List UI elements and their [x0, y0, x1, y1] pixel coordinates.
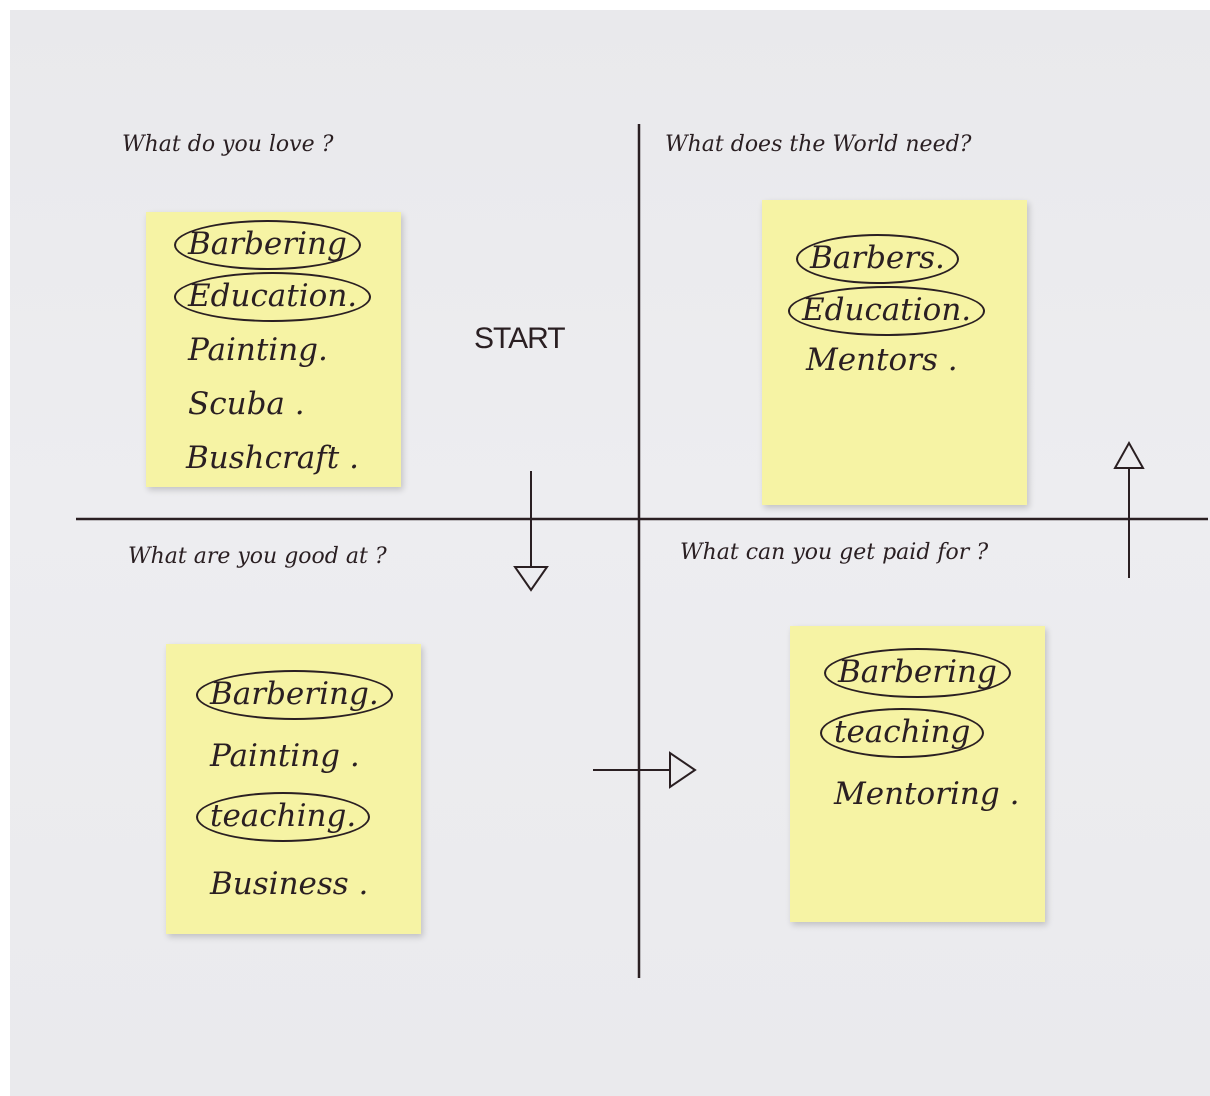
- note-item: Business .: [210, 866, 369, 902]
- question-paid: What can you get paid for ?: [680, 540, 989, 565]
- note-item: teaching.: [195, 792, 371, 842]
- note-item: Barbering: [824, 648, 1011, 698]
- note-item: Education.: [173, 272, 372, 322]
- sticky-note-world: Barbers. Education. Mentors .: [762, 200, 1027, 505]
- note-item: teaching: [819, 708, 985, 758]
- sticky-note-good: Barbering. Painting . teaching. Business…: [166, 644, 421, 934]
- up-arrow-icon: [1113, 440, 1145, 469]
- note-item: Mentors .: [806, 342, 958, 378]
- note-item: Painting.: [188, 332, 328, 368]
- sticky-note-paid: Barbering teaching Mentoring .: [790, 626, 1045, 922]
- note-item: Mentoring .: [834, 776, 1020, 812]
- question-love: What do you love ?: [122, 132, 334, 157]
- note-item: Barbering: [174, 220, 361, 270]
- question-good: What are you good at ?: [128, 544, 387, 569]
- start-label: START: [474, 322, 566, 355]
- note-item: Bushcraft .: [186, 440, 359, 476]
- question-world: What does the World need?: [665, 132, 972, 157]
- down-arrow-icon: [513, 566, 549, 592]
- note-item: Scuba .: [188, 386, 305, 422]
- note-item: Barbers.: [796, 234, 959, 284]
- note-item: Barbering.: [196, 670, 393, 720]
- right-arrow-icon: [669, 751, 697, 789]
- sticky-note-love: Barbering Education. Painting. Scuba . B…: [146, 212, 401, 487]
- note-item: Education.: [787, 286, 986, 336]
- note-item: Painting .: [210, 738, 360, 774]
